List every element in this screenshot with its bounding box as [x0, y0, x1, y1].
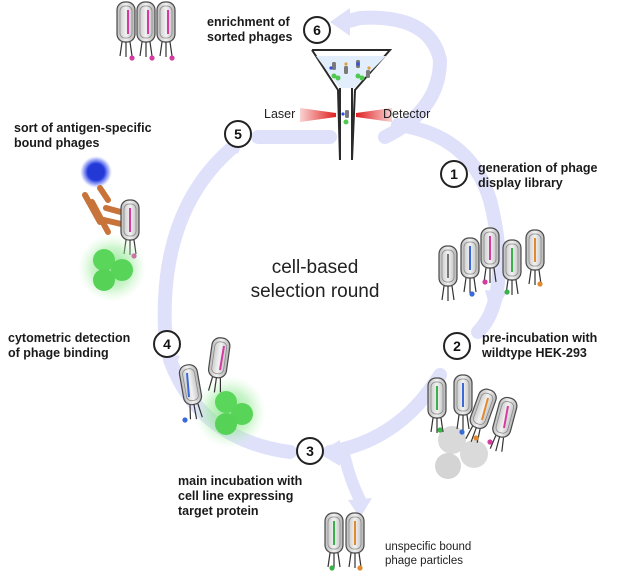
flow-cytometer	[300, 49, 393, 161]
step-2-label: pre-incubation with wildtype HEK-293	[482, 331, 598, 360]
step-6-badge: 6	[303, 16, 331, 44]
step-4-badge: 4	[153, 330, 181, 358]
sorted-complex	[78, 156, 146, 302]
step-2-badge: 2	[443, 332, 471, 360]
detector-label: Detector	[383, 107, 431, 121]
unspecific-label: unspecific bound phage particles	[385, 541, 472, 567]
step-3-label: main incubation with cell line expressin…	[178, 474, 303, 518]
laser-label: Laser	[264, 107, 296, 121]
unspecific-phages	[324, 512, 365, 571]
side-branch-arrow	[339, 452, 366, 506]
side-branch-arrowhead	[348, 498, 372, 518]
laser-beam	[300, 108, 336, 122]
step-4-label: cytometric detection of phage binding	[8, 331, 131, 360]
step-1-badge: 1	[440, 160, 468, 188]
detector-beam	[356, 108, 392, 122]
preincubation-phages	[427, 374, 520, 455]
step-6-label: enrichment of sorted phages	[207, 15, 293, 44]
enriched-phages	[116, 1, 176, 61]
target-cells	[194, 376, 266, 448]
step-5-badge: 5	[224, 120, 252, 148]
step-1-label: generation of phage display library	[478, 161, 598, 190]
step3-phages	[177, 336, 232, 423]
step-5-label: sort of antigen-specific bound phages	[14, 121, 152, 150]
phage-library	[438, 227, 545, 302]
step-3-badge: 3	[296, 437, 324, 465]
wildtype-cells	[435, 426, 488, 479]
cycle-center-label: cell-based selection round	[250, 257, 380, 302]
